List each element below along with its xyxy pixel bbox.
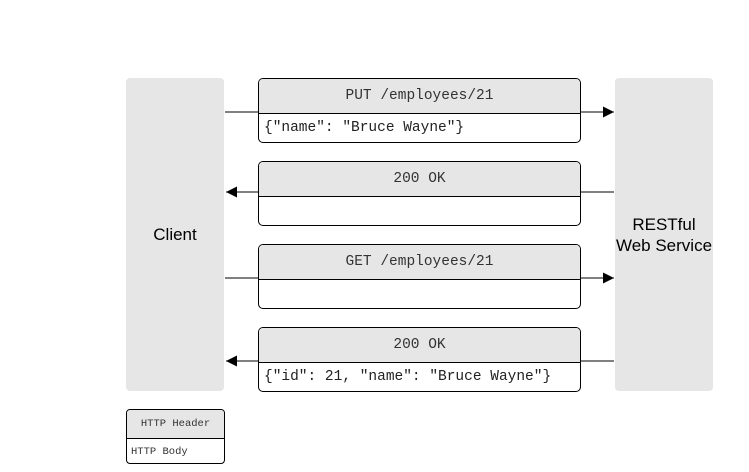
message-body: {"name": "Bruce Wayne"}: [264, 120, 465, 136]
message-put-request: PUT /employees/21 {"name": "Bruce Wayne"…: [258, 78, 581, 143]
message-body: [259, 197, 580, 225]
legend: HTTP Header HTTP Body: [126, 409, 225, 464]
client-actor: Client: [126, 78, 224, 391]
service-label-line1: RESTful: [632, 214, 696, 234]
message-get-request: GET /employees/21: [258, 244, 581, 309]
message-body: {"id": 21, "name": "Bruce Wayne"}: [264, 369, 552, 385]
legend-body: HTTP Body: [131, 446, 188, 458]
message-body: [259, 280, 580, 308]
message-header: 200 OK: [259, 162, 580, 197]
message-header: 200 OK: [259, 328, 580, 363]
client-label: Client: [153, 225, 197, 244]
message-get-response: 200 OK {"id": 21, "name": "Bruce Wayne"}: [258, 327, 581, 392]
message-put-response: 200 OK: [258, 161, 581, 226]
message-header: GET /employees/21: [259, 245, 580, 280]
message-header: PUT /employees/21: [259, 79, 580, 114]
restful-service-actor: RESTful Web Service: [615, 78, 713, 391]
service-label-line2: Web Service: [615, 235, 713, 255]
legend-header: HTTP Header: [127, 410, 224, 439]
